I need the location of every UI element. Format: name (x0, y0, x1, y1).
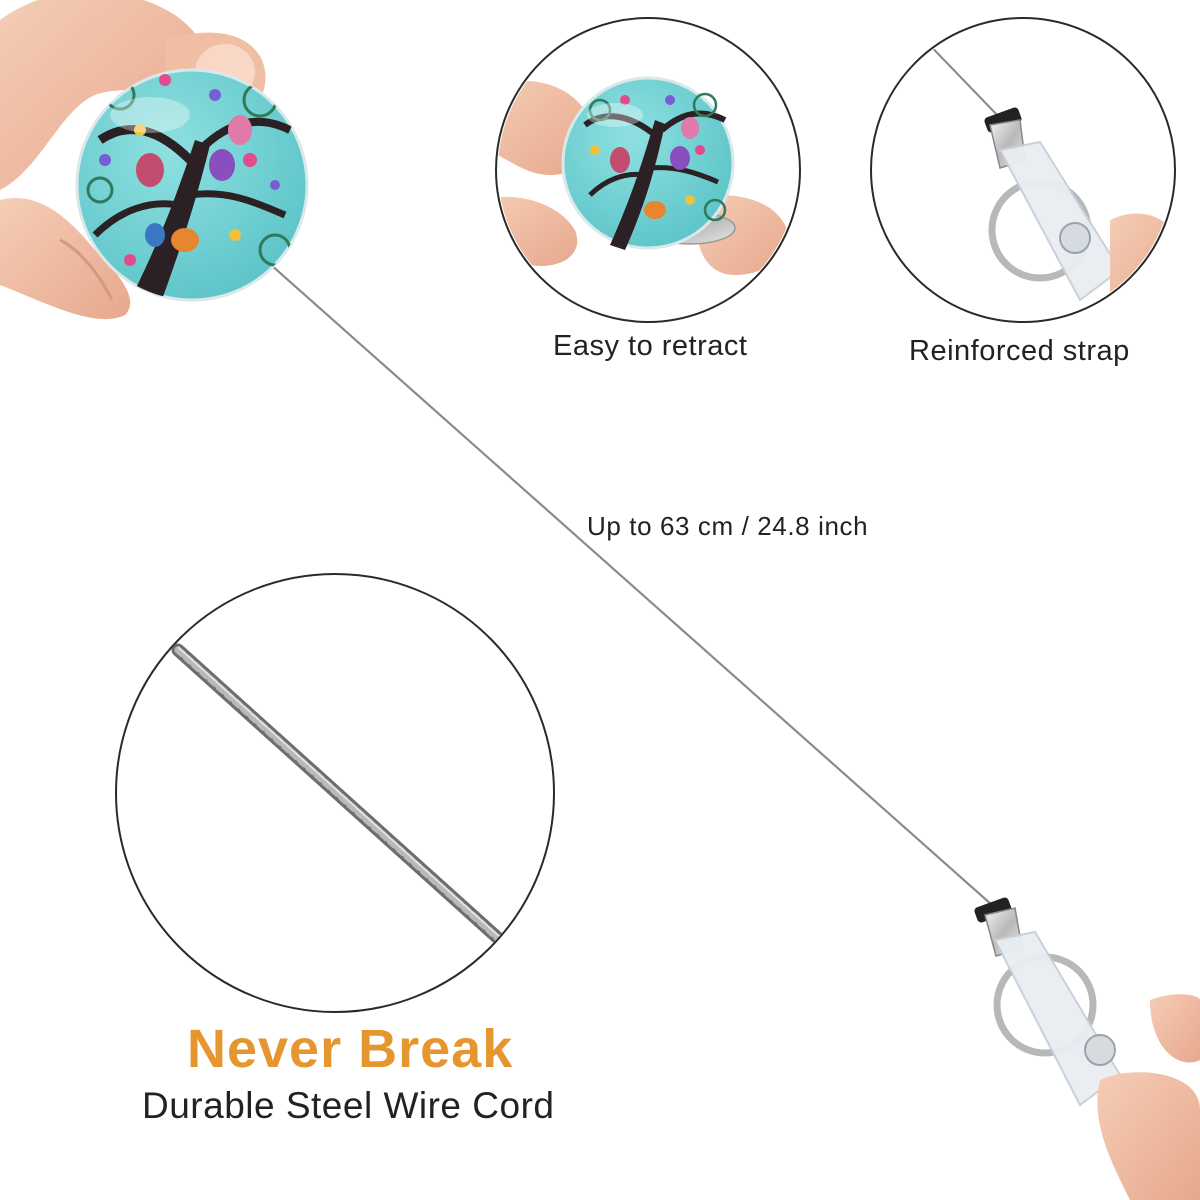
reinforced-strap-caption: Reinforced strap (909, 335, 1130, 367)
easy-to-retract-caption: Easy to retract (553, 330, 748, 362)
never-break-headline: Never Break (187, 1019, 514, 1079)
strap-detail-circle (870, 17, 1176, 323)
retract-detail-circle (495, 17, 801, 323)
steel-wire-cord (251, 247, 993, 906)
bottom-strap-with-fingers (974, 897, 1200, 1200)
cord-length-caption: Up to 63 cm / 24.8 inch (587, 511, 869, 541)
wire-zoom-circle (115, 573, 555, 1013)
durable-cord-subheadline: Durable Steel Wire Cord (142, 1085, 555, 1126)
badge-reel-artwork (75, 68, 309, 302)
